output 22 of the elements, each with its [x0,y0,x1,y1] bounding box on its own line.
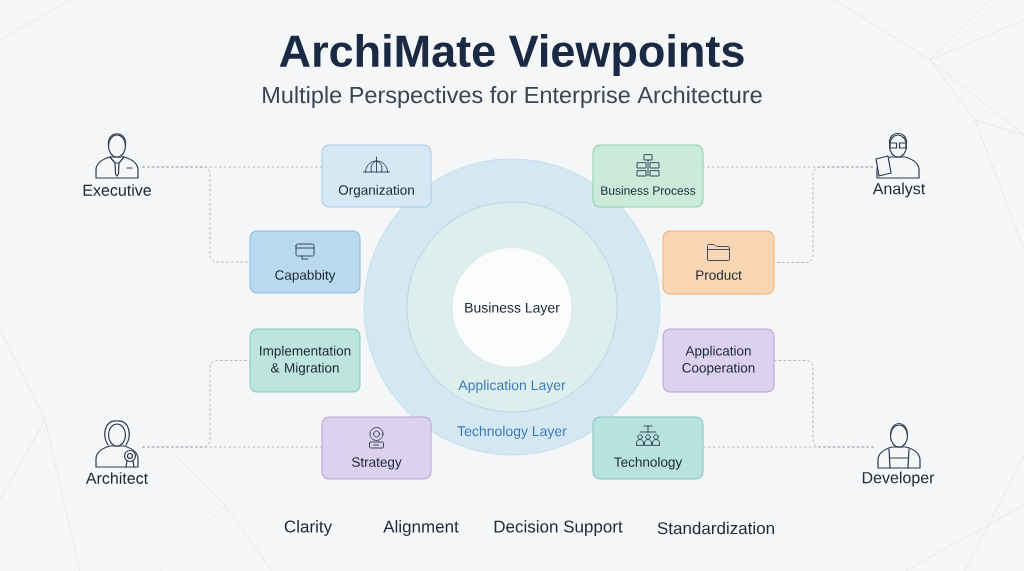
viewpoint-box: Organization [321,144,432,208]
title: ArchiMate Viewpoints [279,34,744,76]
viewpoint-box: Strategy [321,416,432,480]
connector-line [141,166,250,263]
benefit-label: Decision Support [494,520,623,536]
viewpoint-box: Product [662,230,775,295]
connector-line [774,166,874,263]
viewpoint-box: Technology [592,416,704,480]
subtitle: Multiple Perspectives for Enterprise Architecture [263,86,762,108]
benefit-label: Clarity [284,520,333,536]
viewpoint-box: Business Process [592,144,704,208]
viewpoint-box: Implementation & Migration [249,328,361,393]
viewpoint-box: Application Cooperation [662,328,775,393]
role-label: Executive [83,184,151,196]
connector-line [703,446,875,448]
benefit-label: Alignment [383,520,459,536]
role-label: Developer [862,471,935,487]
role-label: Architect [85,472,148,484]
benefit-label: Standardization [657,521,774,535]
role-label: Analyst [872,182,926,198]
viewpoint-box: Capabbity [249,230,361,294]
connector-line [141,446,322,448]
